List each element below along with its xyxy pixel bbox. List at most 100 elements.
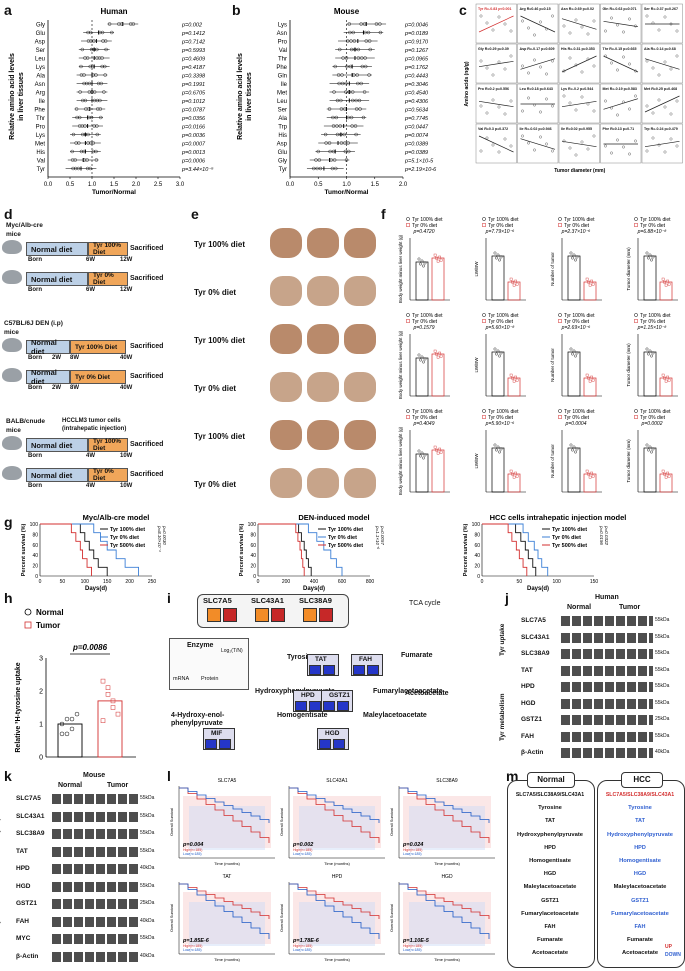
data-point [340, 73, 344, 77]
plot-title: HPD [332, 874, 343, 880]
scatter-point [545, 97, 548, 101]
survival-curve [40, 523, 140, 576]
scatter-point [634, 139, 637, 143]
data-point [588, 475, 592, 479]
data-point [439, 450, 443, 454]
legend-marker-0 [634, 223, 638, 227]
legend-sub: Protein [201, 676, 219, 682]
x-axis-label: Time (months) [214, 861, 240, 866]
correlation-cell [641, 3, 683, 44]
western-band [561, 682, 653, 692]
transporter-label: SLC7A5 [203, 596, 232, 605]
correlation-cell [641, 83, 683, 124]
data-point [575, 351, 579, 355]
data-point [354, 132, 358, 137]
data-point [663, 376, 666, 380]
p-value: p=0.0004 [565, 421, 587, 427]
row-label: Ala [278, 116, 287, 122]
legend-label: Tyr 100% diet [488, 409, 519, 415]
scatter-point [497, 15, 501, 19]
tyr-diet-bar: Tyr 0% Diet [88, 468, 128, 482]
p-value: p=0.9170 [404, 40, 429, 46]
bar-tyr100 [567, 351, 581, 397]
scatter-point [657, 28, 661, 32]
normal-pathway-label: GSTZ1 [541, 897, 559, 904]
data-point [347, 22, 352, 26]
scatter-point [663, 60, 667, 64]
scatter-point [580, 25, 584, 29]
data-point [587, 376, 590, 380]
kda-label: 55kDa [655, 699, 670, 706]
heatmap-protein [223, 608, 237, 622]
band-label: HGD [521, 699, 536, 707]
row-label: Val [279, 48, 287, 54]
x-tick-label: 0.5 [66, 182, 75, 188]
data-point [587, 472, 590, 476]
transporter-label: SLC43A1 [251, 596, 284, 605]
data-point [317, 158, 322, 162]
x-axis-label: Days(d) [303, 586, 325, 592]
row-label: His [278, 133, 287, 139]
row-label: Ser [278, 108, 287, 114]
scatter-point [503, 67, 507, 71]
y-axis-label: Percent survival (%) [21, 524, 27, 577]
scatter-point [509, 99, 513, 103]
legend-marker-100 [406, 409, 410, 413]
y-tick-label: 0 [39, 755, 43, 762]
data-point [423, 261, 427, 265]
data-point [496, 349, 500, 353]
sacrificed-label: Sacrificed [130, 245, 164, 252]
x-tick-label: 50 [60, 579, 66, 585]
data-point [107, 22, 112, 26]
row-label: Leu [35, 57, 45, 63]
legend-label: Tyr 100% diet [328, 527, 363, 533]
scatter-point [622, 100, 625, 104]
data-point [509, 373, 513, 377]
normal-diet-bar: Normal diet [26, 438, 88, 452]
scatter-point [497, 150, 501, 154]
western-band [561, 748, 653, 758]
p-value: p=2.69×10⁻⁶ [561, 325, 591, 331]
data-point [82, 81, 86, 86]
x-axis-label: Time (months) [324, 957, 350, 962]
scatter-point [539, 65, 542, 69]
legend-label: Tyr 100% diet [412, 409, 443, 415]
scatter-point [675, 99, 679, 103]
normal-title: Normal [527, 772, 575, 788]
legend-marker-100 [482, 217, 486, 221]
legend-marker-0 [482, 415, 486, 419]
metabolite-label: Fumarate [401, 652, 433, 659]
legend-label: Tyr 0% diet [412, 415, 438, 421]
legend-label: Tyr 100% diet [412, 217, 443, 223]
scatter-point [562, 69, 566, 73]
heatmap-protein [337, 701, 349, 711]
legend-marker-100 [406, 217, 410, 221]
data-point [71, 166, 75, 171]
y-tick-label: 3 [39, 656, 43, 663]
km-curve-low [399, 883, 490, 939]
p-value: p=0.4187 [181, 65, 206, 71]
heatmap-mrna [319, 739, 331, 749]
scatter-point [669, 67, 673, 71]
data-point [78, 90, 82, 94]
legend-marker-100 [406, 313, 410, 317]
data-point [85, 56, 90, 60]
data-point [86, 141, 90, 145]
confidence-band [403, 892, 491, 944]
timeline-tick: Born [28, 385, 42, 391]
data-point [499, 351, 503, 355]
data-point [647, 352, 650, 356]
correlation-label: Lys R=-0.2 p=0.544 [561, 87, 593, 91]
data-point [420, 259, 424, 263]
p-value: p=0.0389 [404, 142, 428, 148]
scatter-point [634, 24, 637, 28]
y-axis-label: Body weight minus liver weight (g) [398, 426, 403, 495]
kda-label: 25kDa [655, 716, 670, 722]
x-tick-label: 1.0 [342, 182, 351, 188]
kda-label: 55kDa [655, 732, 670, 739]
scatter-point [479, 104, 483, 108]
data-point [511, 472, 514, 476]
data-point [351, 90, 355, 94]
scatter-point [604, 54, 607, 58]
